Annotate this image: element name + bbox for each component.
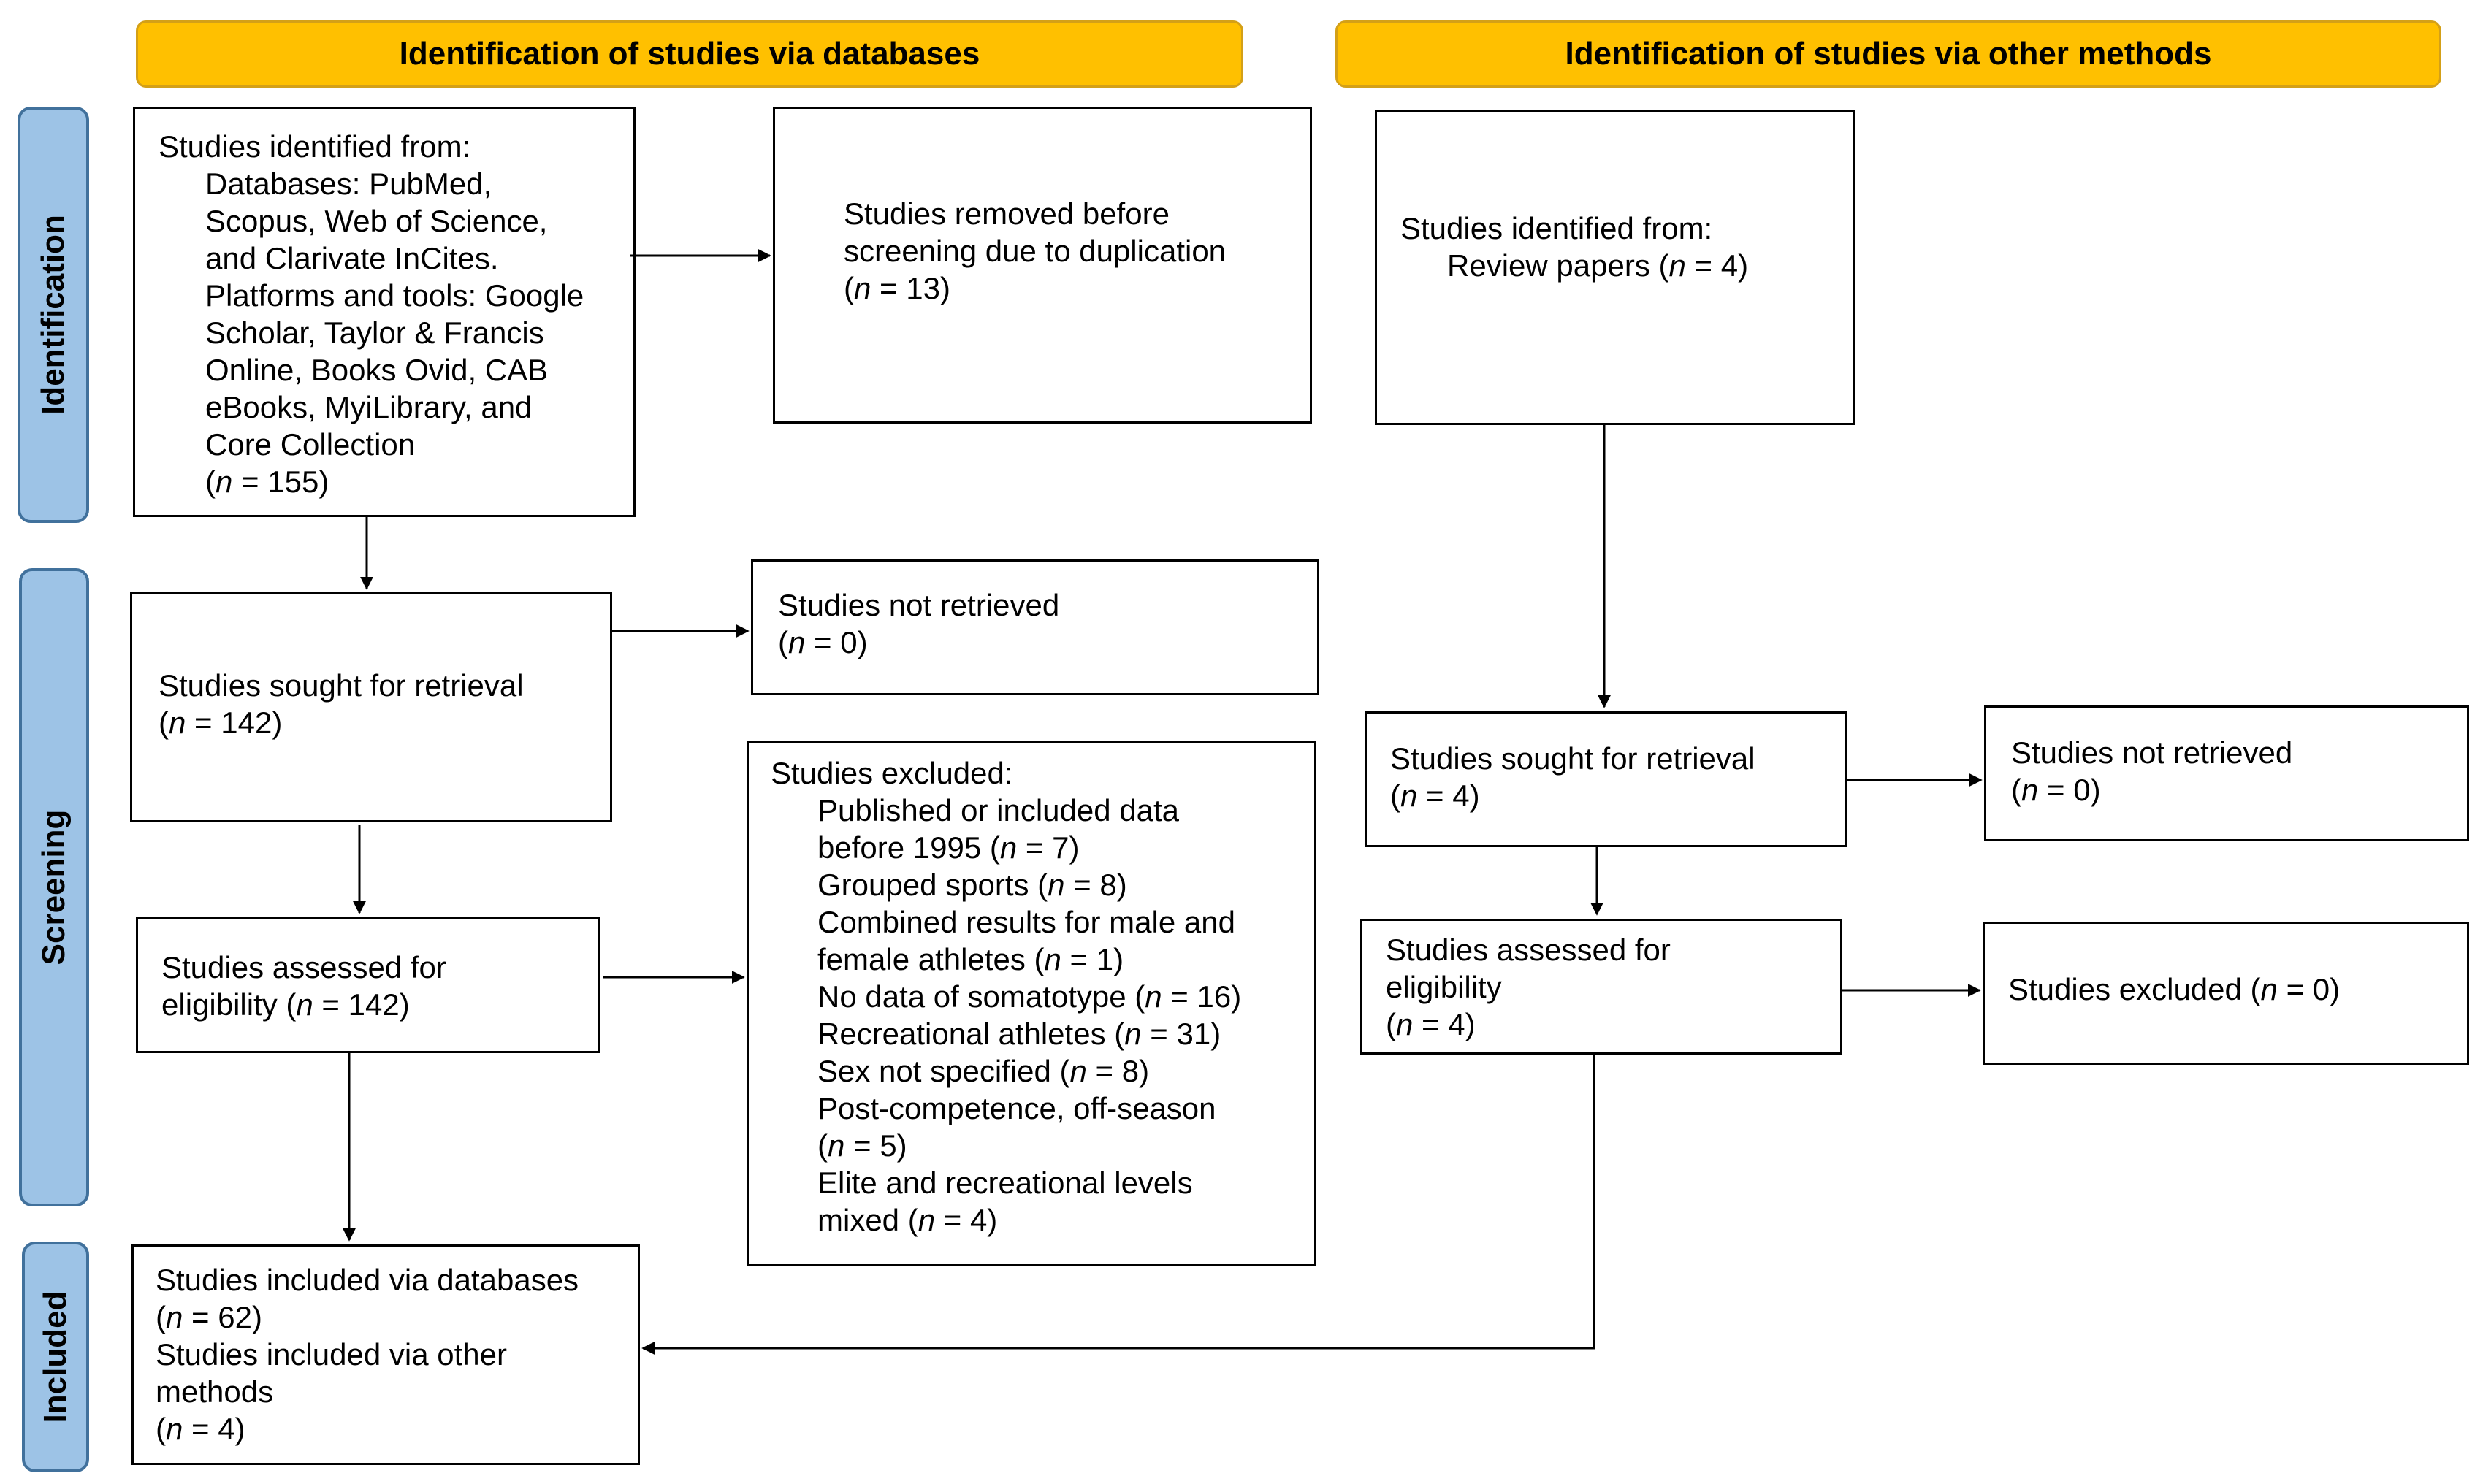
other-sought-count: (n = 4) xyxy=(1390,779,1480,813)
exclusion-reason: Published or included data xyxy=(817,793,1180,827)
db-source-line: and Clarivate InCites. xyxy=(205,241,499,275)
header-other-methods: Identification of studies via other meth… xyxy=(1335,20,2441,88)
exclusion-reason: Post-competence, off-season xyxy=(817,1091,1216,1125)
included-other-count: (n = 4) xyxy=(156,1412,245,1446)
other-assessed-count: (n = 4) xyxy=(1386,1007,1476,1041)
header-databases-label: Identification of studies via databases xyxy=(399,36,980,72)
db-source-line: Platforms and tools: Google xyxy=(205,278,584,313)
exclusion-reason: (n = 5) xyxy=(817,1128,907,1163)
exclusion-reason: Recreational athletes (n = 31) xyxy=(817,1017,1221,1051)
exclusion-reason: mixed (n = 4) xyxy=(817,1203,998,1237)
other-sought-box: Studies sought for retrieval (n = 4) xyxy=(1365,711,1847,847)
db-removed-line: Studies removed before xyxy=(844,196,1170,231)
other-not-retrieved-label: Studies not retrieved xyxy=(2011,735,2293,770)
other-sought-label: Studies sought for retrieval xyxy=(1390,741,1755,776)
exclusion-reason: female athletes (n = 1) xyxy=(817,942,1124,976)
db-identified-box: Studies identified from: Databases: PubM… xyxy=(133,107,636,517)
exclusion-reason: Elite and recreational levels xyxy=(817,1166,1193,1200)
other-not-retrieved-count: (n = 0) xyxy=(2011,773,2101,807)
db-not-retrieved-box: Studies not retrieved (n = 0) xyxy=(751,559,1319,695)
db-identified-title: Studies identified from: xyxy=(159,129,471,164)
included-other-label: Studies included via other xyxy=(156,1337,507,1372)
db-source-line: eBooks, MyiLibrary, and xyxy=(205,390,533,424)
db-sought-count: (n = 142) xyxy=(159,705,283,740)
db-source-line: Scholar, Taylor & Francis xyxy=(205,315,544,350)
other-identified-box: Studies identified from: Review papers (… xyxy=(1375,110,1855,425)
db-sought-box: Studies sought for retrieval (n = 142) xyxy=(130,592,612,822)
arrow-other-assessed-to-included xyxy=(641,1055,1595,1355)
other-excluded-text: Studies excluded (n = 0) xyxy=(2008,972,2341,1006)
included-db-label: Studies included via databases xyxy=(156,1263,579,1297)
included-other-label2: methods xyxy=(156,1374,274,1409)
db-source-line: Scopus, Web of Science, xyxy=(205,204,548,238)
phase-identification: Identification xyxy=(18,107,89,523)
db-removed-line: screening due to duplication xyxy=(844,234,1227,268)
exclusion-reason: No data of somatotype (n = 16) xyxy=(817,979,1242,1014)
other-assessed-line2: eligibility xyxy=(1386,970,1502,1004)
db-not-retrieved-label: Studies not retrieved xyxy=(778,588,1060,622)
exclusion-reason: Sex not specified (n = 8) xyxy=(817,1054,1150,1088)
db-excluded-title: Studies excluded: xyxy=(771,756,1013,790)
other-assessed-box: Studies assessed for eligibility (n = 4) xyxy=(1360,919,1842,1055)
db-assessed-box: Studies assessed for eligibility (n = 14… xyxy=(136,917,600,1053)
other-assessed-line1: Studies assessed for xyxy=(1386,933,1671,967)
exclusion-reason: before 1995 (n = 7) xyxy=(817,830,1080,865)
db-source-line: Online, Books Ovid, CAB xyxy=(205,353,549,387)
db-assessed-line2: eligibility (n = 142) xyxy=(161,987,410,1022)
other-excluded-box: Studies excluded (n = 0) xyxy=(1983,922,2469,1065)
exclusion-reason: Grouped sports (n = 8) xyxy=(817,868,1127,902)
exclusion-reason: Combined results for male and xyxy=(817,905,1235,939)
db-source-line: Core Collection xyxy=(205,427,416,462)
included-db-count: (n = 62) xyxy=(156,1300,262,1334)
db-excluded-box: Studies excluded: Published or included … xyxy=(747,741,1316,1266)
db-source-line: Databases: PubMed, xyxy=(205,167,492,201)
other-identified-title: Studies identified from: xyxy=(1400,211,1713,245)
header-other-label: Identification of studies via other meth… xyxy=(1565,36,2212,72)
db-removed-count: (n = 13) xyxy=(844,271,950,305)
other-not-retrieved-box: Studies not retrieved (n = 0) xyxy=(1984,705,2469,841)
db-removed-box: Studies removed before screening due to … xyxy=(773,107,1312,424)
db-sought-label: Studies sought for retrieval xyxy=(159,668,524,703)
header-databases: Identification of studies via databases xyxy=(136,20,1243,88)
db-identified-count: (n = 155) xyxy=(205,464,329,499)
phase-included: Included xyxy=(22,1242,89,1472)
other-identified-source: Review papers (n = 4) xyxy=(1447,248,1749,283)
db-assessed-line1: Studies assessed for xyxy=(161,950,446,984)
db-not-retrieved-count: (n = 0) xyxy=(778,625,868,659)
phase-screening: Screening xyxy=(19,568,89,1206)
included-box: Studies included via databases (n = 62) … xyxy=(131,1244,640,1465)
